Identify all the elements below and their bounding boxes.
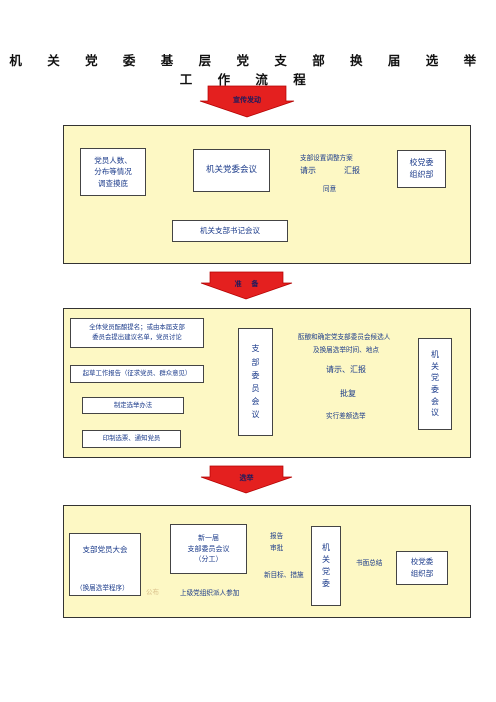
approve-label-3: 审批	[270, 544, 284, 552]
branch-committee-box: 支 部 委 员 会 议	[238, 328, 273, 436]
adjust-plan-label: 支部设置调整方案	[300, 154, 353, 162]
print-ballots-box: 印制选票、通知党员	[82, 430, 181, 448]
page-title: 机 关 党 委 基 层 党 支 部 换 届 选 举 工 作 流 程	[9, 53, 487, 87]
stage-label-publicity: 宣传发动	[233, 96, 261, 104]
stage-label-election: 选举	[239, 474, 254, 482]
nominate-box: 全体党员酝酿提名；或由本届支部 委员会提出建议名单，党员讨论	[70, 318, 204, 348]
confirm-candidates-label-1: 酝酿和确定党支部委员会候选人	[298, 333, 391, 341]
differential-election-label: 实行差额选举	[326, 412, 366, 420]
agree-label: 同意	[323, 185, 337, 193]
written-summary-label: 书面总结	[356, 559, 383, 567]
report-label-3: 报告	[270, 532, 284, 540]
school-org-box-3: 校党委 组织部	[396, 551, 448, 585]
new-committee-box: 新一届 支部委员会议 （分工）	[170, 524, 247, 574]
committee-meeting-box: 机关党委会议	[193, 149, 270, 192]
confirm-candidates-label-2: 及换届选举时间、地点	[313, 346, 379, 354]
member-assembly-box: 支部党员大会	[69, 533, 141, 596]
upper-org-label: 上级党组织派人参加	[180, 589, 240, 597]
election-procedure-label: （换届选举程序）	[76, 584, 129, 592]
request-label: 请示	[300, 166, 316, 175]
stage-arrow-1	[199, 85, 295, 118]
school-org-box-1: 校党委 组织部	[397, 150, 446, 188]
new-goals-label: 新目标、措施	[264, 571, 304, 579]
secretary-meeting-box: 机关支部书记会议	[172, 220, 288, 242]
stage-arrow-3	[200, 465, 293, 494]
draft-report-box: 起草工作报告（征求党员、群众意见）	[70, 365, 204, 383]
party-committee-box-3: 机 关 党 委	[311, 526, 341, 606]
member-assembly-label: 支部党员大会	[82, 545, 128, 554]
survey-box: 党员人数、 分布等情况 调查摸底	[80, 148, 146, 196]
approve-label: 批复	[340, 389, 356, 398]
report-label: 汇报	[344, 166, 360, 175]
faint-mark: 公布	[146, 588, 159, 596]
request-report-label: 请示、汇报	[326, 365, 366, 374]
stage-label-preparation: 准 备	[234, 280, 259, 288]
election-method-box: 制定选举办法	[82, 397, 184, 414]
stage-arrow-2	[200, 271, 293, 300]
party-committee-box-2: 机 关 党 委 会 议	[418, 338, 452, 430]
